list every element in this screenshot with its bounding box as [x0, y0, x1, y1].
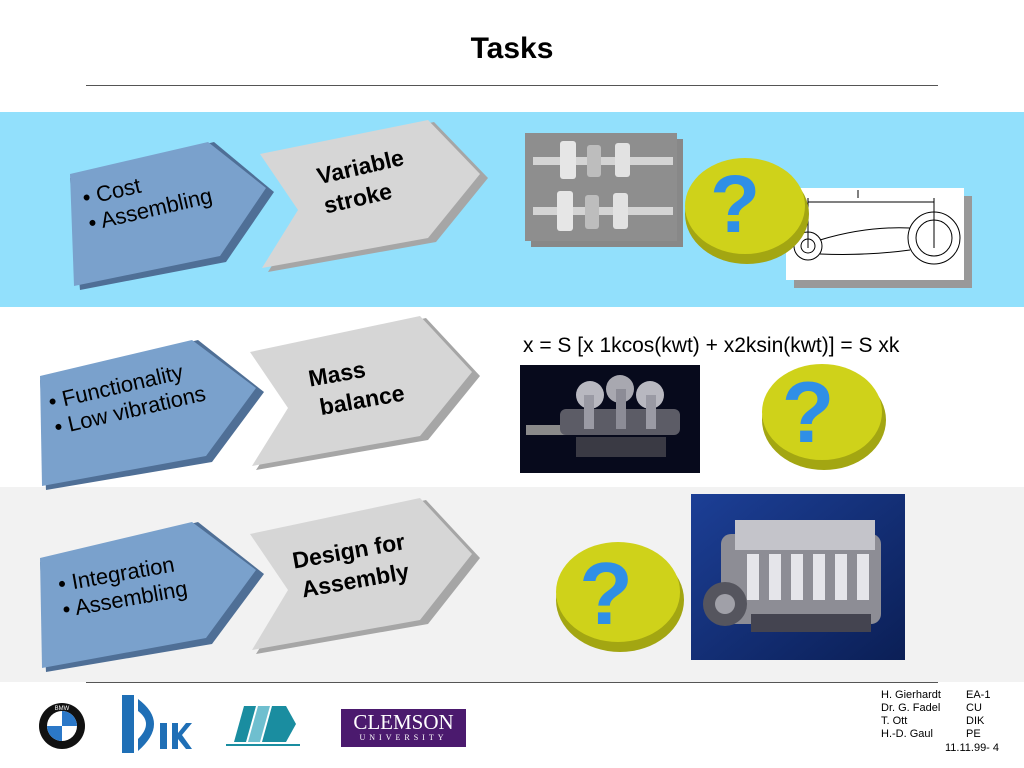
footer-codes: EA-1 CU DIK PE: [966, 689, 990, 741]
svg-text:?: ?: [579, 544, 633, 643]
question-mark-icon: ?: [556, 542, 684, 652]
footer-name: H.-D. Gaul: [881, 728, 933, 740]
slide-title: Tasks: [470, 32, 554, 65]
engine-cutaway-photo: [691, 494, 905, 660]
balance-formula: x = S [x 1kcos(kwt) + x2ksin(kwt)] = S x…: [523, 334, 900, 357]
footer-divider: [86, 682, 938, 683]
clemson-logo: CLEMSON UNIVERSITY: [341, 709, 466, 747]
bullet-shape-1: [70, 142, 274, 290]
question-mark-icon: ?: [685, 158, 809, 264]
task-shape-1: [260, 120, 488, 272]
footer-name: H. Gierhardt: [881, 689, 941, 701]
task-shape-2: [250, 316, 480, 470]
bullet-shape-3: [40, 522, 264, 672]
footer-code: DIK: [966, 715, 985, 727]
engine-internals-photo: [520, 365, 700, 473]
question-mark-icon: ?: [762, 364, 886, 470]
task-shape-3: [250, 498, 480, 654]
footer-names: H. Gierhardt Dr. G. Fadel T. Ott H.-D. G…: [881, 689, 941, 741]
arrow-logo-icon: [226, 706, 300, 746]
connecting-rod-drawing: [786, 188, 964, 280]
dik-logo-icon: [122, 695, 192, 753]
clemson-subtitle: UNIVERSITY: [359, 733, 448, 742]
footer-name: T. Ott: [881, 715, 908, 727]
title-divider: [86, 85, 938, 86]
footer-code: PE: [966, 728, 981, 740]
footer-code: EA-1: [966, 689, 991, 701]
svg-text:?: ?: [782, 365, 835, 461]
bullet-shape-2: [40, 340, 264, 490]
crankshaft-photo: [525, 133, 677, 241]
footer-name: Dr. G. Fadel: [881, 702, 941, 714]
bmw-logo-icon: BMW: [39, 703, 85, 749]
svg-text:BMW: BMW: [55, 706, 70, 712]
clemson-wordmark: CLEMSON: [353, 710, 454, 734]
svg-text:?: ?: [710, 159, 760, 250]
footer-date-page: 11.11.99- 4: [945, 742, 1000, 754]
footer-code: CU: [966, 702, 982, 714]
